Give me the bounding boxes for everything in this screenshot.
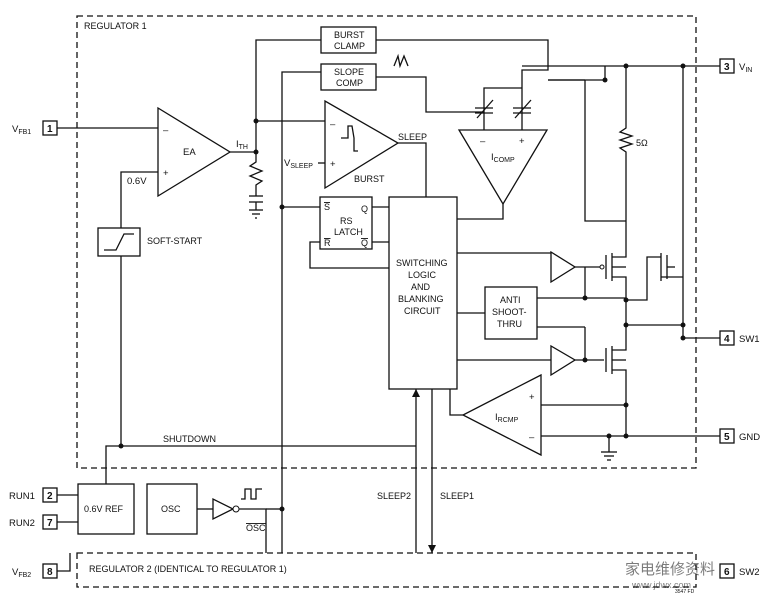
svg-text:ICOMP: ICOMP — [491, 152, 515, 164]
svg-text:RS: RS — [340, 216, 353, 226]
svg-text:4: 4 — [724, 334, 730, 345]
svg-text:SOFT-START: SOFT-START — [147, 236, 203, 246]
watermark: 家电维修资料 www.jdwx.com — [625, 561, 715, 590]
osc-inverter — [212, 497, 240, 521]
svg-text:THRU: THRU — [497, 319, 522, 329]
svg-text:OSC: OSC — [161, 504, 181, 514]
svg-text:BLANKING: BLANKING — [398, 294, 444, 304]
svg-text:VFB1: VFB1 — [12, 124, 31, 136]
svg-text:CLAMP: CLAMP — [334, 41, 365, 51]
sense-resistor: 5Ω — [617, 66, 648, 235]
svg-text:EA: EA — [183, 147, 196, 158]
regulator2-title: REGULATOR 2 (IDENTICAL TO REGULATOR 1) — [89, 564, 287, 574]
svg-text:LATCH: LATCH — [334, 227, 363, 237]
svg-text:6: 6 — [724, 567, 730, 578]
sleep2-label: SLEEP2 — [377, 491, 411, 501]
switching-logic-block: SWITCHING LOGIC AND BLANKING CIRCUIT — [388, 196, 458, 390]
pin-sw2: 6 SW2 — [719, 563, 760, 579]
svg-text:VFB2: VFB2 — [12, 567, 31, 579]
svg-text:RUN1: RUN1 — [9, 491, 35, 502]
pin-gnd: 5 GND — [719, 428, 760, 444]
svg-text:8: 8 — [47, 567, 53, 578]
svg-text:+: + — [529, 392, 535, 403]
svg-text:–: – — [529, 432, 535, 443]
ref-06v-label: 0.6V — [127, 176, 147, 187]
svg-text:R: R — [324, 238, 331, 248]
bottom-fet — [605, 300, 627, 436]
svg-text:GND: GND — [739, 432, 760, 443]
regulator2-outline — [76, 552, 697, 588]
mirror-fet — [626, 66, 684, 338]
current-source-2 — [513, 82, 532, 130]
svg-text:SLOPE: SLOPE — [334, 67, 364, 77]
svg-text:2: 2 — [47, 491, 53, 502]
soft-start-block: SOFT-START — [97, 227, 203, 257]
svg-text:3: 3 — [724, 62, 730, 73]
figure-id: 3547 FD — [675, 589, 695, 595]
regulator1-title: REGULATOR 1 — [84, 21, 147, 31]
svg-text:5: 5 — [724, 432, 730, 443]
svg-text:0.6V REF: 0.6V REF — [84, 504, 124, 514]
svg-text:BURST: BURST — [354, 174, 385, 184]
bottom-driver — [550, 344, 577, 377]
top-fet — [599, 235, 627, 300]
svg-text:5Ω: 5Ω — [636, 138, 648, 148]
top-driver — [550, 250, 577, 284]
svg-text:COMP: COMP — [336, 78, 363, 88]
ith-label: ITH — [236, 139, 248, 151]
svg-text:ANTI: ANTI — [500, 295, 521, 305]
pulse-glyph — [241, 488, 262, 500]
osc-out-label: OSC — [246, 523, 266, 533]
svg-text:CIRCUIT: CIRCUIT — [404, 306, 441, 316]
svg-text:IRCMP: IRCMP — [495, 412, 519, 424]
pin-vin: 3 VIN — [719, 58, 752, 74]
burst-comparator: – + BURST — [324, 99, 400, 190]
svg-text:RUN2: RUN2 — [9, 518, 35, 529]
svg-text:7: 7 — [47, 518, 53, 529]
current-source-1 — [475, 99, 494, 130]
svg-text:–: – — [480, 136, 486, 147]
svg-text:–: – — [163, 125, 169, 136]
pin-vfb1-number: 1 — [47, 124, 53, 135]
icomp-comparator: – + ICOMP — [457, 129, 549, 206]
error-amplifier: EA – + — [157, 106, 232, 198]
svg-text:BURST: BURST — [334, 30, 365, 40]
vsleep-label: VSLEEP — [284, 158, 313, 170]
pin-vfb1: VFB1 1 — [12, 120, 58, 136]
pin-run1: RUN1 2 — [9, 487, 58, 503]
svg-text:LOGIC: LOGIC — [408, 270, 437, 280]
ircmp-comparator: + – IRCMP — [461, 373, 542, 457]
rs-latch: S Q RS LATCH R Q — [319, 196, 373, 250]
svg-text:SWITCHING: SWITCHING — [396, 258, 448, 268]
svg-text:S: S — [324, 202, 330, 212]
svg-text:www.jdwx.com: www.jdwx.com — [631, 580, 691, 590]
svg-text:+: + — [519, 136, 525, 147]
pin-vfb2: VFB2 8 — [12, 563, 58, 579]
pin-sw1: 4 SW1 — [719, 330, 760, 346]
svg-text:+: + — [330, 159, 336, 170]
regulator1-outline — [76, 15, 697, 469]
sleep1-label: SLEEP1 — [440, 491, 474, 501]
svg-text:SW2: SW2 — [739, 567, 760, 578]
svg-text:VIN: VIN — [739, 62, 752, 74]
svg-text:家电维修资料: 家电维修资料 — [625, 561, 715, 578]
svg-text:–: – — [330, 119, 336, 130]
svg-text:+: + — [163, 168, 169, 179]
burst-clamp-block: BURST CLAMP — [320, 26, 377, 54]
svg-text:SW1: SW1 — [739, 334, 760, 345]
pin-run2: RUN2 7 — [9, 514, 58, 530]
sawtooth-glyph — [393, 53, 409, 69]
svg-text:Q: Q — [361, 204, 368, 214]
sleep-label: SLEEP — [398, 132, 427, 142]
slope-comp-block: SLOPE COMP — [320, 63, 377, 91]
osc-block: OSC — [146, 483, 198, 535]
svg-text:SHOOT-: SHOOT- — [492, 307, 527, 317]
svg-text:Q: Q — [361, 238, 368, 248]
svg-text:AND: AND — [411, 282, 431, 292]
ref-block: 0.6V REF — [77, 483, 135, 535]
shutdown-label: SHUTDOWN — [163, 434, 216, 444]
anti-shoot-thru-block: ANTI SHOOT- THRU — [484, 286, 538, 340]
